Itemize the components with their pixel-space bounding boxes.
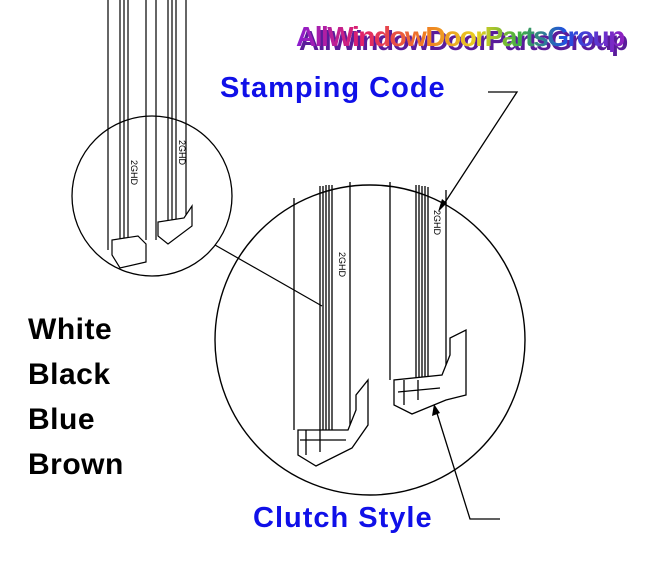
logo-text: AllWindowDoorPartsGroup bbox=[296, 21, 624, 52]
stamp-code-right: 2GHD bbox=[432, 210, 442, 236]
stamp-code-small-left: 2GHD bbox=[129, 160, 139, 186]
color-option-white: White bbox=[28, 313, 113, 346]
stamping-code-leader bbox=[438, 91, 519, 212]
color-option-brown: Brown bbox=[28, 448, 124, 481]
clutch-style-leader bbox=[432, 404, 500, 520]
rail-strips-top bbox=[107, 0, 187, 250]
logo: AllWindowDoorPartsGroup bbox=[296, 21, 626, 52]
leader-line-zoom bbox=[214, 244, 323, 307]
stamp-code-left: 2GHD bbox=[337, 252, 347, 278]
clutch-small bbox=[111, 204, 193, 269]
color-option-blue: Blue bbox=[28, 403, 96, 436]
detail-circle-small bbox=[71, 115, 233, 277]
rail-left bbox=[293, 182, 369, 467]
detail-circle-large bbox=[214, 184, 526, 496]
color-option-black: Black bbox=[28, 358, 111, 391]
clutch-style-label: Clutch Style bbox=[253, 502, 433, 534]
rail-right bbox=[389, 182, 467, 415]
stamping-code-label: Stamping Code bbox=[220, 72, 446, 104]
stamp-code-small-right: 2GHD bbox=[177, 140, 187, 166]
